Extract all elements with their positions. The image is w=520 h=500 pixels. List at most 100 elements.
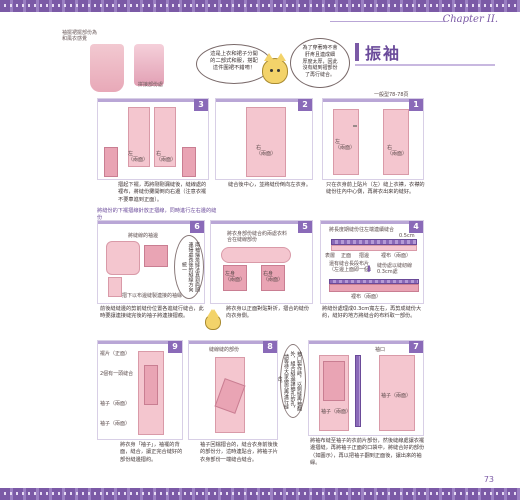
title-accent-bar	[355, 43, 359, 61]
panel-strip	[321, 221, 423, 224]
panel9-label-b: 2個有一頭縫合	[100, 371, 134, 377]
panel1-label-left: 左 （兩面）	[335, 139, 356, 152]
fabric-piece	[383, 109, 409, 175]
panel4-label-width: 0.5cm	[399, 233, 415, 239]
fabric-piece	[154, 107, 176, 167]
panel4-label-top: 將長度期縫份往左端連續縫合	[329, 227, 395, 233]
panel5-label-a: 左身 （兩面）	[225, 271, 246, 284]
panel-strip	[323, 99, 423, 102]
top-decorative-band	[0, 0, 520, 12]
doll-label-bottom: 拼接部份處	[138, 82, 164, 88]
panel7-label-c: 袖子（兩面）	[381, 393, 412, 399]
panel4-label-sew: 還有縫合長段布片 （左邊上面即一個）	[329, 261, 375, 274]
cat-eye-icon	[270, 69, 273, 72]
panel-strip	[211, 221, 312, 224]
step-number: 3	[194, 99, 208, 111]
step3-note: 將縫份的下襬摺線針放正摺線，同時進行左右邊的縫份	[97, 208, 217, 222]
panel-strip	[98, 341, 182, 344]
doll-figure-apron	[90, 44, 124, 92]
step-panel-4: 4 將長度期縫份往左端連續縫合 0.5cm 表層 正面 摺邊 裡布（兩面） 還有…	[320, 220, 424, 304]
step-panel-7: 7 袖口 袖子（兩面） 袖子（兩面）	[308, 340, 424, 436]
step-panel-9: 9 襬片（正面） 2個有一頭縫合 袖子（兩面） 袖子（兩面）	[97, 340, 183, 440]
step5-caption: 將衣身以正面對貼對折，摺合的縫份向衣身側。	[226, 306, 310, 320]
step-panel-2: 2 右 （兩面）	[215, 98, 313, 180]
fabric-fold	[144, 365, 158, 405]
fabric-strip	[355, 355, 361, 427]
fabric-piece	[246, 107, 286, 177]
step-number: 7	[409, 341, 423, 353]
panel6-label-top: 將縫線的袖邊	[128, 233, 159, 239]
step-panel-5: 5 將衣身部份縫合約兩處衣料 合在縫線部份 左身 （兩面） 右身 （兩面）	[210, 220, 313, 304]
cat-mascot-small-icon	[205, 309, 221, 330]
doll-figure-kimono	[134, 44, 164, 86]
chapter-label: Chapter II.	[442, 14, 498, 25]
fabric-fold	[223, 265, 247, 291]
panel4-label-back: 裡布（兩面）	[381, 253, 412, 259]
panel7-label-b: 袖子（兩面）	[321, 409, 352, 415]
step-number: 8	[263, 341, 277, 353]
panel9-label-d: 袖子（兩面）	[100, 421, 131, 427]
fabric-piece	[379, 355, 415, 431]
step4-caption: 將縫份處理成0.3cm寬左右，再剪成縫份大約，縫好的地方將縫合的布料取一部份。	[322, 306, 422, 320]
panel8-note: 袖口製作時，以側縫再袖翻外，組合縫邊讓袖孔的孔，請等待大家做完再進行縫合。	[277, 344, 306, 418]
fabric-piece	[331, 245, 417, 251]
panel4-label-front: 正面	[341, 253, 352, 259]
step6-caption: 前後縫縫邊的剪前縫份位置各進縫行縫合，此時要讓連接縫完後的袖子將連接摺痕。	[100, 306, 204, 320]
cat-eye-icon	[277, 69, 280, 72]
step-number: 4	[409, 221, 423, 233]
panel-strip	[98, 99, 208, 102]
panel-strip	[189, 341, 277, 344]
panel5-label-top: 將衣身部份縫合約兩處衣料 合在縫線部份	[227, 231, 288, 244]
section-title-text: 振袖	[365, 44, 402, 63]
fabric-fold	[323, 361, 345, 401]
fabric-strip	[331, 239, 417, 245]
panel4-label-bottom: 裡布（兩面）	[351, 294, 382, 300]
step7-caption: 將袖布縫至袖子的衣前片部份，然後縫線處讓衣襬邊摺縫，再將袖子正面的口袋中，將縫合…	[310, 438, 425, 466]
panel1-label-right: 右 （兩面）	[387, 145, 408, 158]
panel5-label-b: 右身 （兩面）	[263, 271, 284, 284]
step8-caption: 袖子回檔摺合的，縫合衣身前後後的部份分，這時連貼合，將袖子片衣身部份一端縫合縫合…	[200, 442, 278, 463]
fabric-strip	[329, 279, 419, 284]
panel9-label-c: 袖子（兩面）	[100, 401, 131, 407]
speech-bubble-right: 為了穿著時不會 肝疼且連成細 厚度太厚，因此 沒有縫到褶部份 了再行縫合。	[290, 38, 350, 88]
panel4-label-sub: 表層	[325, 253, 336, 259]
step-panel-6: 6 將縫線的袖邊 摺下以布邊縫製連接的袖緣 兩袖端是縫法直到肩頭連接處長後的縫線…	[97, 220, 205, 304]
panel2-label-center: 右 （兩面）	[256, 145, 277, 158]
fabric-piece	[106, 241, 140, 275]
speech-bubble-left: 這是上衣和裙子分開 的二部式和服，搭配 這件圍裙不錯唷！	[196, 44, 272, 84]
fabric-fold	[182, 147, 196, 177]
panel-strip	[216, 99, 312, 102]
step-panel-3: 3 左 （兩面） 右 （兩面）	[97, 98, 209, 180]
bottom-decorative-band	[0, 488, 520, 500]
step-number: 6	[190, 221, 204, 233]
fabric-fold	[329, 284, 419, 292]
fabric-fold	[104, 147, 118, 177]
panel8-label-top: 縫線縫的部份	[209, 347, 240, 353]
panel-strip	[98, 221, 204, 224]
fabric-piece	[333, 109, 359, 175]
step-panel-1: 1 左 （兩面） 右 （兩面）	[322, 98, 424, 180]
fabric-piece	[108, 277, 122, 297]
section-title: 振袖	[355, 40, 495, 66]
panel3-label-b: 右 （兩面）	[156, 151, 177, 164]
step-number: 1	[409, 99, 423, 111]
cat-mascot-icon	[262, 53, 288, 84]
step-number: 9	[168, 341, 182, 353]
fabric-piece	[128, 107, 150, 167]
panel6-label-bottom: 摺下以布邊縫製連接的袖緣	[122, 293, 183, 299]
doll-label-top: 袖擺裙擺部份為 和風衣感覺	[62, 30, 98, 42]
panel3-label-a: 左 （兩面）	[128, 151, 149, 164]
step-panel-8: 8 縫線縫的部份	[188, 340, 278, 440]
fabric-fold	[144, 245, 168, 267]
fabric-piece	[221, 247, 291, 263]
step-number: 2	[298, 99, 312, 111]
panel1-label-sew	[353, 125, 357, 127]
panel6-note: 兩袖端是縫法直到肩頭連接處長後的縫線方向統一	[174, 235, 204, 299]
fabric-fold	[261, 265, 285, 291]
doll-illustration	[70, 30, 180, 92]
panel-strip	[309, 341, 423, 344]
step-number: 5	[298, 221, 312, 233]
panel4-label-fold: 摺邊	[359, 253, 370, 259]
page-number: 73	[483, 475, 494, 484]
panel7-label-a: 袖口	[375, 347, 386, 353]
